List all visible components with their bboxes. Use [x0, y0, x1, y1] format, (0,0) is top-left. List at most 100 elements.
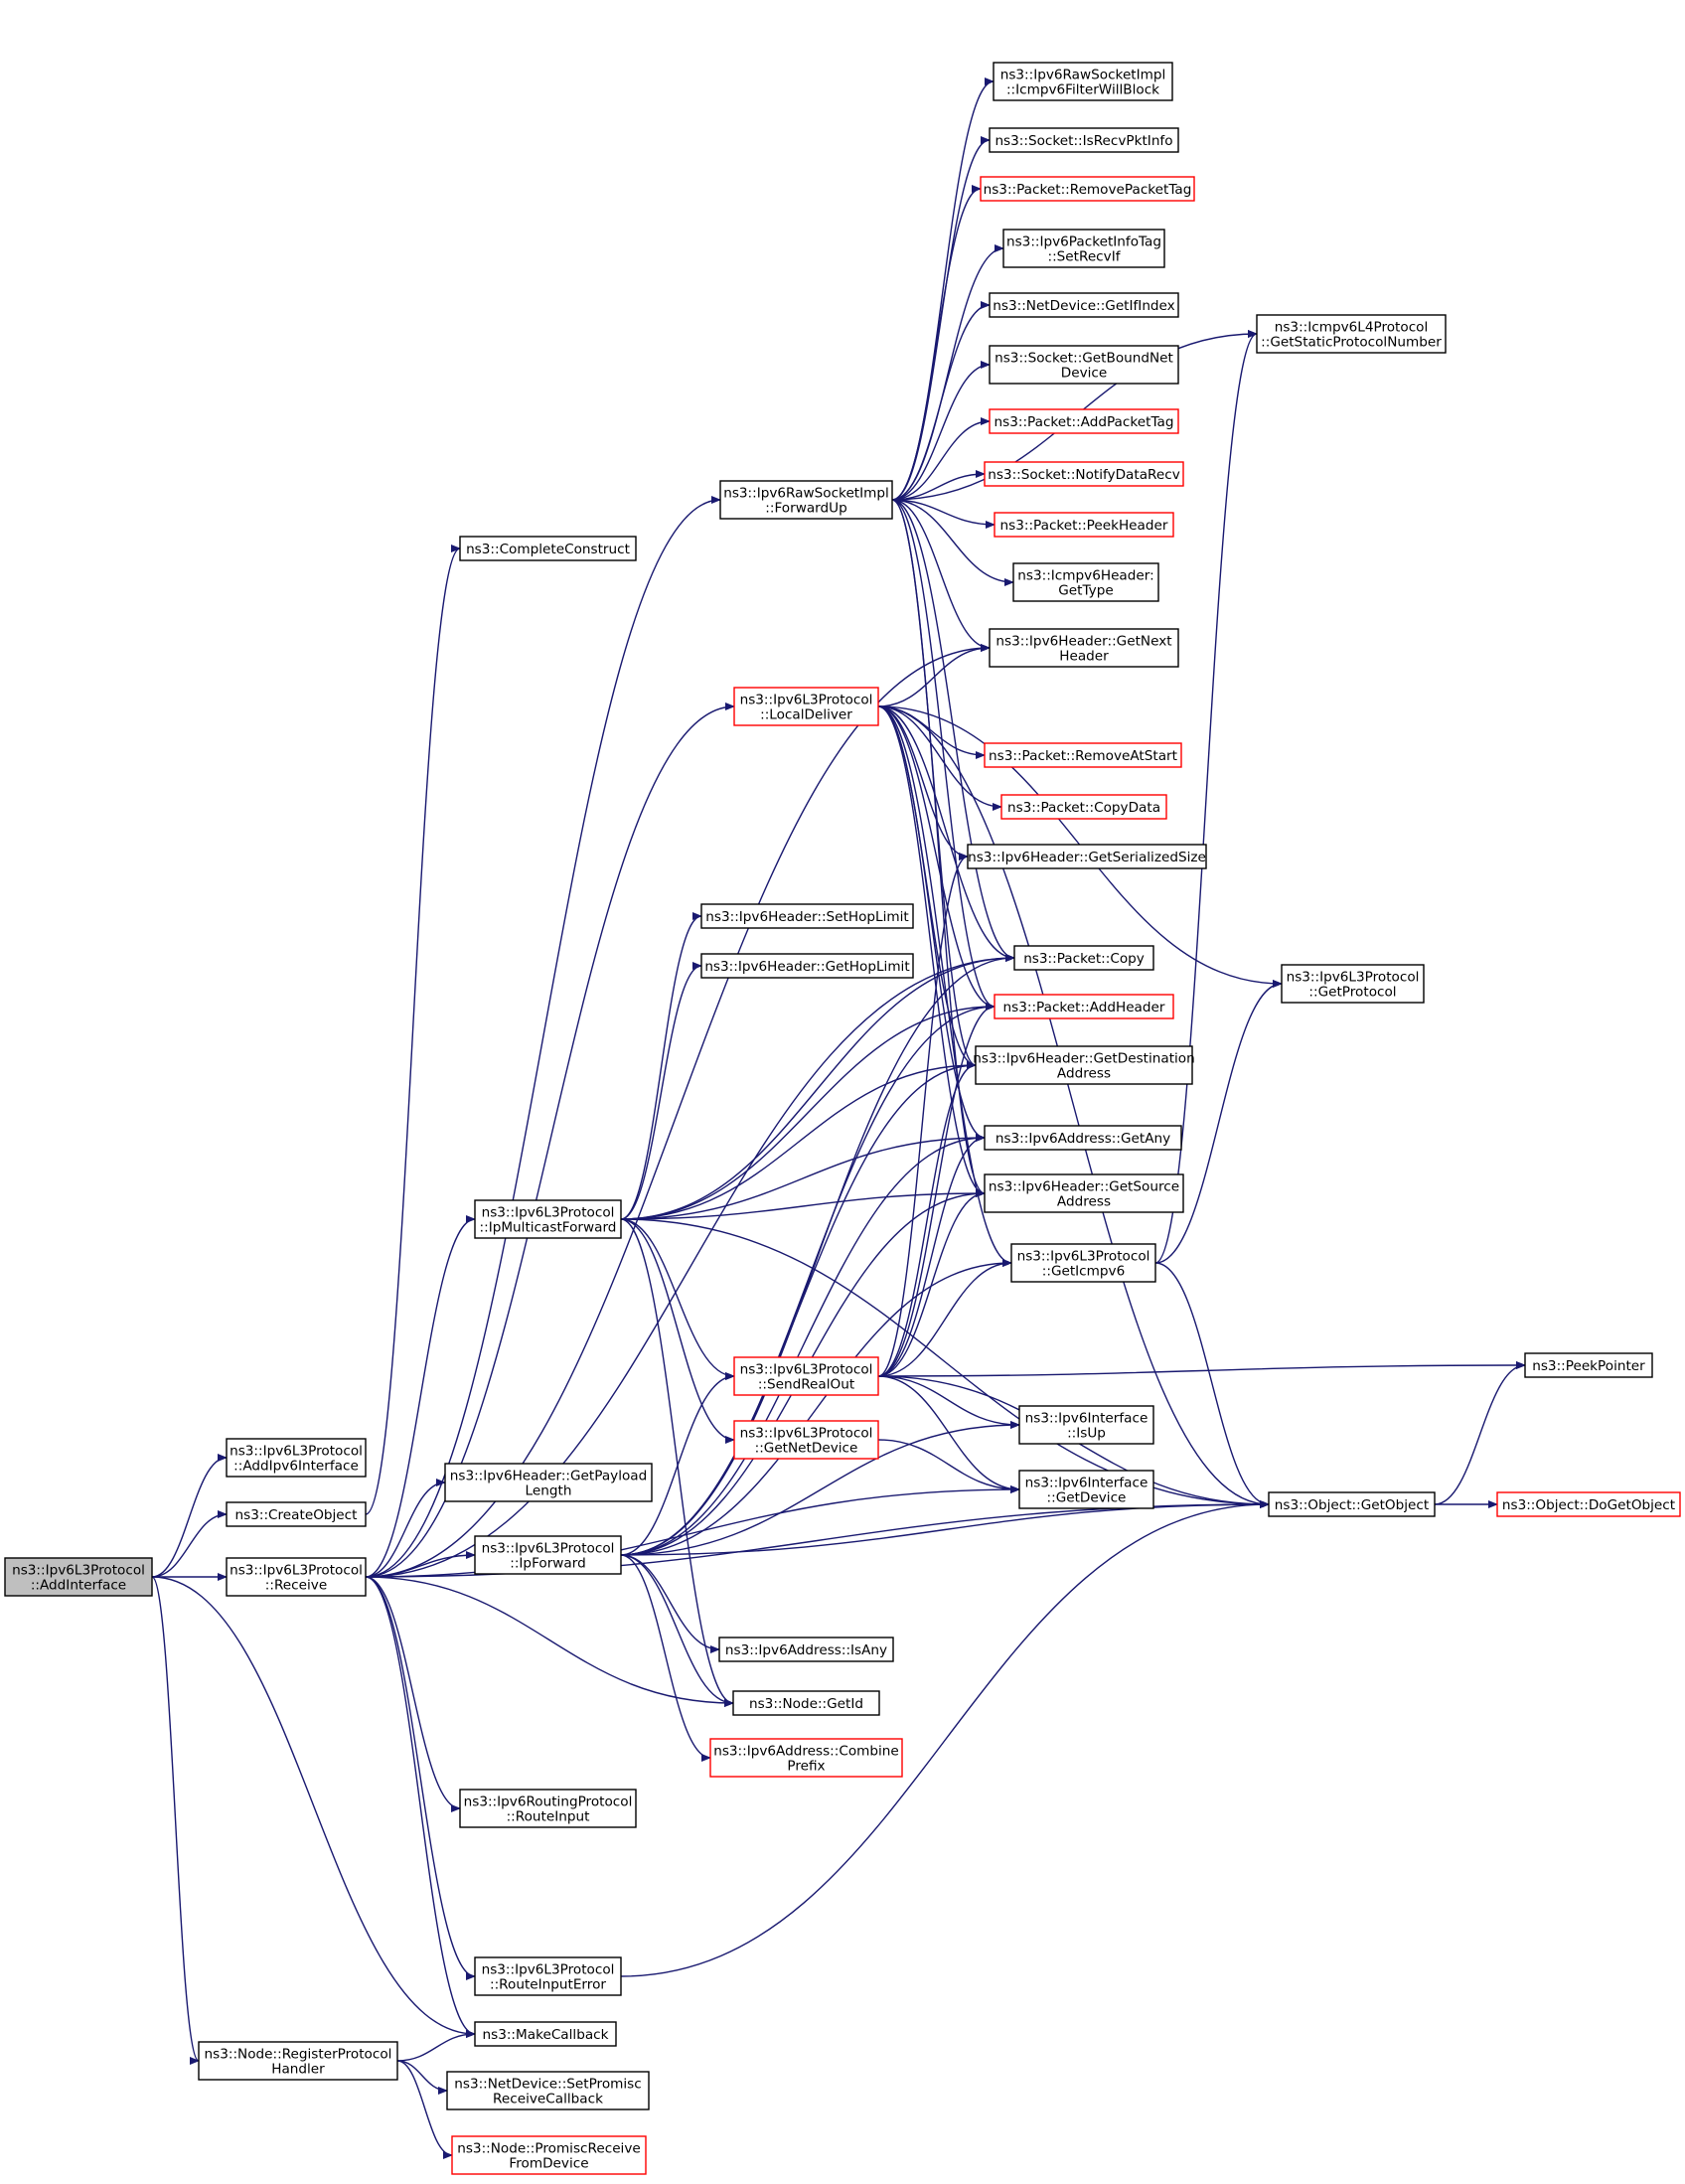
node-label: ::IpForward — [510, 1556, 585, 1572]
node-getIcmpv6[interactable]: ns3::Ipv6L3Protocol::GetIcmpv6 — [1010, 1243, 1156, 1283]
node-box — [718, 1637, 894, 1662]
node-getObject[interactable]: ns3::Object::GetObject — [1268, 1491, 1436, 1517]
node-getAny[interactable]: ns3::Ipv6Address::GetAny — [984, 1125, 1182, 1151]
node-completeConstruct[interactable]: ns3::CompleteConstruct — [459, 536, 637, 561]
node-ifGetDevice[interactable]: ns3::Ipv6Interface::GetDevice — [1018, 1470, 1154, 1509]
node-createObject[interactable]: ns3::CreateObject — [226, 1501, 367, 1527]
edge-ipForward-to-addHeader — [620, 1003, 996, 1556]
edge-addInterface-to-addIpv6Interface — [151, 1454, 228, 1578]
node-getSerializedSize[interactable]: ns3::Ipv6Header::GetSerializedSize — [967, 844, 1207, 869]
node-addInterface[interactable]: ns3::Ipv6L3Protocol::AddInterface — [4, 1557, 153, 1597]
node-receive[interactable]: ns3::Ipv6L3Protocol::Receive — [226, 1557, 367, 1597]
node-label: ::GetStaticProtocolNumber — [1261, 335, 1442, 351]
node-label: ns3::Ipv6Header::GetSource — [989, 1179, 1179, 1195]
node-routeInput[interactable]: ns3::Ipv6RoutingProtocol::RouteInput — [459, 1789, 637, 1828]
node-getIfIndex[interactable]: ns3::NetDevice::GetIfIndex — [989, 292, 1179, 318]
node-label: ns3::Ipv6RawSocketImpl — [723, 486, 889, 502]
node-box — [446, 2071, 650, 2110]
edge-sendRealOut-to-getAny — [877, 1134, 986, 1377]
node-addHeader[interactable]: ns3::Packet::AddHeader — [994, 994, 1174, 1019]
node-icmpv6FilterWillBlock[interactable]: ns3::Ipv6RawSocketImpl::Icmpv6FilterWill… — [993, 62, 1173, 101]
node-label: ns3::Ipv6L3Protocol — [230, 1444, 363, 1460]
edge-rawForwardUp-to-getNextHeader — [891, 499, 991, 652]
node-label: ::GetProtocol — [1308, 985, 1396, 1001]
node-peekPointer[interactable]: ns3::PeekPointer — [1524, 1352, 1653, 1378]
node-label: ::GetIcmpv6 — [1042, 1264, 1125, 1280]
node-box — [459, 1789, 637, 1828]
node-getHopLimit[interactable]: ns3::Ipv6Header::GetHopLimit — [700, 953, 914, 979]
edge-rawForwardUp-to-getIfIndex — [891, 301, 991, 501]
node-packetCopy[interactable]: ns3::Packet::Copy — [1013, 945, 1154, 971]
node-label: ::RouteInput — [507, 1809, 590, 1825]
node-box — [1002, 229, 1165, 268]
edge-rawForwardUp-to-getSrcAddr — [891, 499, 986, 1197]
node-getProtocol[interactable]: ns3::Ipv6L3Protocol::GetProtocol — [1281, 964, 1425, 1004]
node-label: ns3::Ipv6L3Protocol — [1287, 970, 1420, 986]
edge-rawForwardUp-to-icmpv6FilterWillBlock — [891, 78, 995, 501]
node-rawForwardUp[interactable]: ns3::Ipv6RawSocketImpl::ForwardUp — [719, 480, 893, 520]
node-removePacketTag[interactable]: ns3::Packet::RemovePacketTag — [980, 176, 1195, 202]
node-label: ::ForwardUp — [765, 501, 846, 517]
node-label: ns3::Ipv6Header::GetDestination — [973, 1051, 1195, 1067]
node-makeCallback[interactable]: ns3::MakeCallback — [474, 2021, 617, 2047]
node-getNetDevice[interactable]: ns3::Ipv6L3Protocol::GetNetDevice — [733, 1420, 879, 1460]
node-getId[interactable]: ns3::Node::GetId — [732, 1690, 880, 1716]
node-ipMulticastForward[interactable]: ns3::Ipv6L3Protocol::IpMulticastForward — [474, 1199, 622, 1239]
node-label: ns3::Socket::NotifyDataRecv — [988, 467, 1180, 483]
node-doGetObject[interactable]: ns3::Object::DoGetObject — [1496, 1491, 1681, 1517]
node-label: ns3::Ipv6L3Protocol — [12, 1563, 145, 1579]
edge-ipForward-to-getDestAddr — [620, 1061, 977, 1556]
node-label: ns3::Ipv6Interface — [1025, 1476, 1149, 1491]
node-box — [1018, 1405, 1154, 1445]
edge-ipMulticastForward-to-setHopLimit — [620, 912, 702, 1220]
node-peekHeader[interactable]: ns3::Packet::PeekHeader — [994, 512, 1174, 538]
node-label: ns3::Ipv6Header::GetPayload — [450, 1469, 648, 1484]
edge-ipForward-to-getId — [620, 1554, 734, 1707]
node-label: ns3::CompleteConstruct — [466, 542, 630, 557]
node-label: ns3::Ipv6PacketInfoTag — [1006, 234, 1161, 250]
edge-localDeliver-to-copyData — [877, 705, 1002, 811]
node-isAny[interactable]: ns3::Ipv6Address::IsAny — [718, 1637, 894, 1662]
node-label: ns3::CreateObject — [235, 1507, 358, 1523]
edge-sendRealOut-to-peekPointer — [877, 1361, 1526, 1377]
node-box — [1000, 794, 1167, 820]
node-localDeliver[interactable]: ns3::Ipv6L3Protocol::LocalDeliver — [733, 687, 879, 726]
node-label: ns3::Ipv6Header::GetNext — [996, 634, 1171, 650]
node-routeInputError[interactable]: ns3::Ipv6L3Protocol::RouteInputError — [474, 1956, 622, 1996]
edge-localDeliver-to-packetCopy — [877, 705, 1015, 962]
edge-registerProtocolHandler-to-setPromisc — [396, 2060, 448, 2095]
edge-rawForwardUp-to-peekHeader — [891, 499, 996, 529]
node-label: ns3::NetDevice::GetIfIndex — [993, 298, 1174, 314]
node-label: ::IsUp — [1067, 1426, 1106, 1442]
edge-localDeliver-to-getSerializedSize — [877, 705, 969, 860]
node-sendRealOut[interactable]: ns3::Ipv6L3Protocol::SendRealOut — [733, 1356, 879, 1396]
edge-sendRealOut-to-ifGetDevice — [877, 1375, 1020, 1493]
node-setHopLimit[interactable]: ns3::Ipv6Header::SetHopLimit — [700, 903, 914, 929]
edge-ipForward-to-sendRealOut — [620, 1372, 735, 1556]
node-copyData[interactable]: ns3::Packet::CopyData — [1000, 794, 1167, 820]
node-setRecvIf[interactable]: ns3::Ipv6PacketInfoTag::SetRecvIf — [1002, 229, 1165, 268]
node-addPacketTag[interactable]: ns3::Packet::AddPacketTag — [989, 408, 1179, 434]
node-removeAtStart[interactable]: ns3::Packet::RemoveAtStart — [984, 742, 1182, 768]
node-notifyDataRecv[interactable]: ns3::Socket::NotifyDataRecv — [984, 461, 1184, 487]
node-box — [719, 480, 893, 520]
node-addIpv6Interface[interactable]: ns3::Ipv6L3Protocol::AddIpv6Interface — [226, 1438, 367, 1478]
node-setPromisc[interactable]: ns3::NetDevice::SetPromiscReceiveCallbac… — [446, 2071, 650, 2110]
node-box — [226, 1557, 367, 1597]
edge-registerProtocolHandler-to-makeCallback — [396, 2030, 476, 2062]
node-isUp[interactable]: ns3::Ipv6Interface::IsUp — [1018, 1405, 1154, 1445]
node-label: ns3::Packet::Copy — [1023, 951, 1145, 967]
node-box — [1496, 1491, 1681, 1517]
node-ipForward[interactable]: ns3::Ipv6L3Protocol::IpForward — [474, 1535, 622, 1575]
node-staticProtoNum[interactable]: ns3::Icmpv6L4Protocol::GetStaticProtocol… — [1256, 314, 1447, 354]
node-icmpGetType[interactable]: ns3::Icmpv6Header:GetType — [1012, 562, 1159, 602]
node-isRecvPktInfo[interactable]: ns3::Socket::IsRecvPktInfo — [989, 127, 1179, 153]
